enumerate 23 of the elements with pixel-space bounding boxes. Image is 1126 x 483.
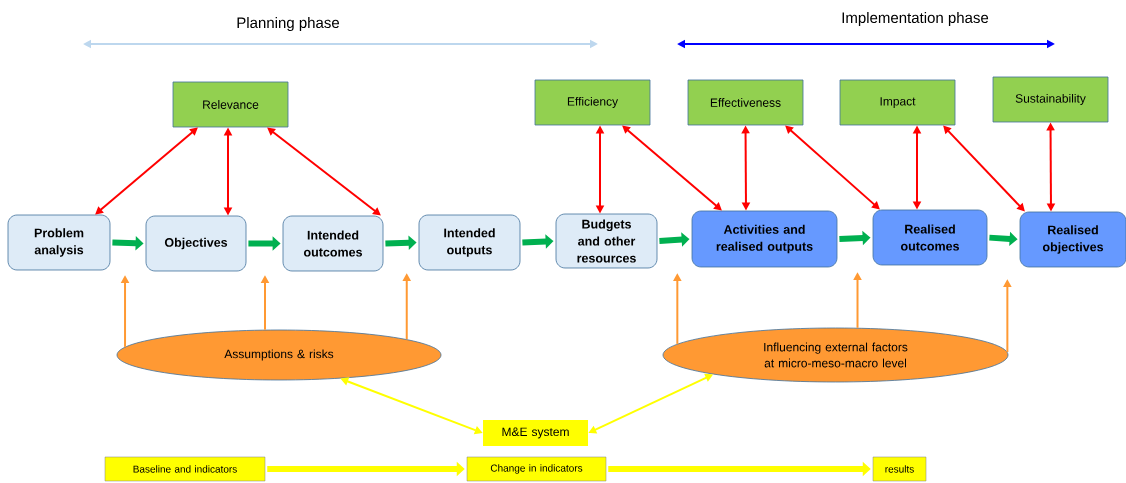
indicator-box: Change in indicators (466, 456, 607, 482)
arrow (267, 127, 381, 216)
phase-title: Implementation phase (842, 12, 989, 26)
process-box: Realised outcomes (872, 209, 988, 266)
criterion-box: Effectiveness (687, 79, 804, 126)
process-box: Activities and realised outputs (691, 210, 838, 268)
process-box: Intended outputs (418, 214, 521, 271)
criterion-box: Efficiency (534, 79, 651, 126)
process-box: Problem analysis (7, 214, 111, 271)
criterion-box: Relevance (172, 81, 289, 128)
system-box: M&E system (483, 420, 588, 446)
arrow (622, 125, 722, 211)
criterion-box: Impact (839, 79, 956, 126)
process-box: Intended outcomes (282, 215, 384, 272)
criterion-box: Sustainability (992, 76, 1109, 123)
phase-title: Planning phase (237, 17, 339, 31)
process-box: Realised objectives (1019, 211, 1126, 268)
process-box: Objectives (145, 215, 247, 272)
process-box: Budgets and other resources (555, 213, 658, 269)
arrow (785, 125, 880, 210)
arrow (95, 127, 198, 215)
indicator-box: Baseline and indicators (104, 456, 266, 482)
indicator-box: results (872, 456, 927, 482)
